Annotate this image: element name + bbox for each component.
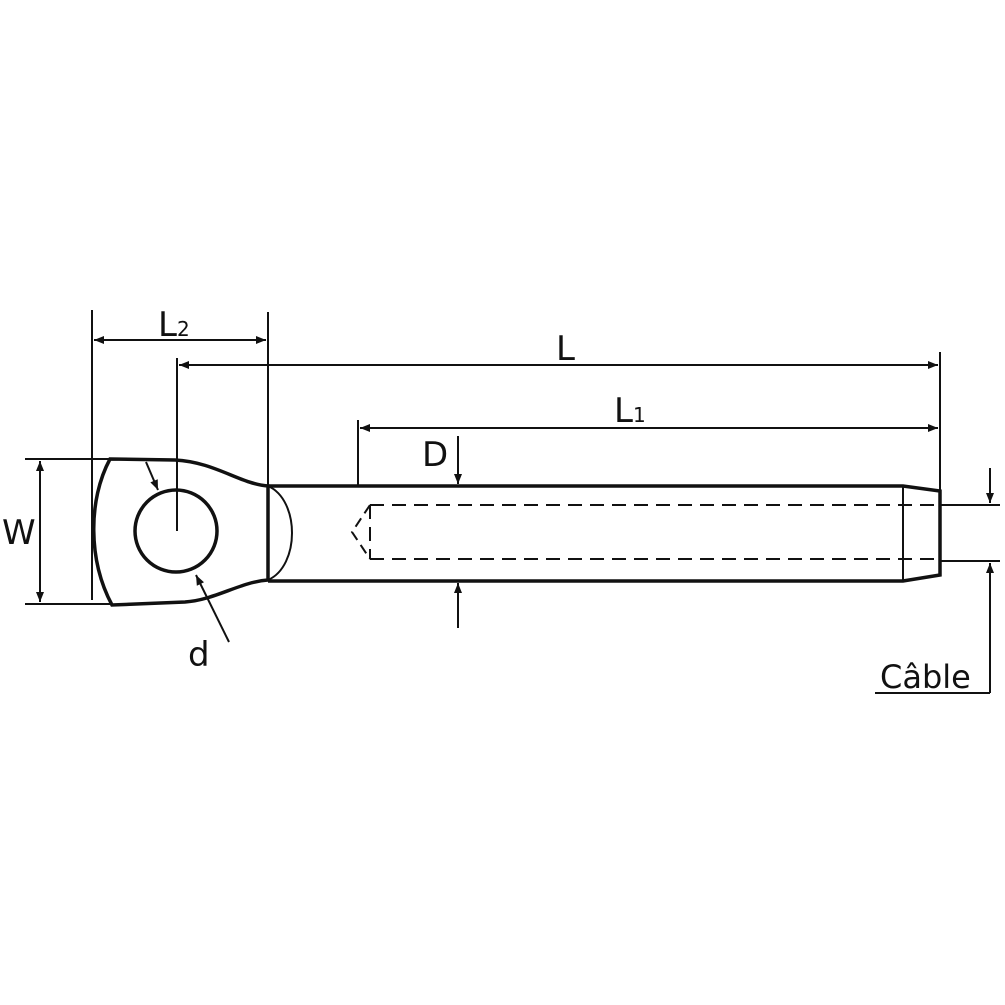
dimension-d-outer: D [422,435,462,628]
dimension-w: W [2,458,112,605]
dimension-d-hole: d [145,461,230,675]
eye-head [92,457,293,607]
shaft [268,484,942,583]
label-cable: Câble [880,658,971,696]
label-d: d [188,635,210,675]
dimension-l: L [176,329,941,531]
shank-shoulder [267,485,293,581]
dimension-l1: L1 [357,391,938,486]
label-l2: L2 [158,305,190,345]
dimension-l2: L2 [91,305,269,600]
dimension-cable: Câble [875,468,1000,696]
label-l1: L1 [614,391,646,431]
label-D: D [422,435,448,475]
label-W: W [2,513,36,553]
label-l: L [556,329,575,369]
